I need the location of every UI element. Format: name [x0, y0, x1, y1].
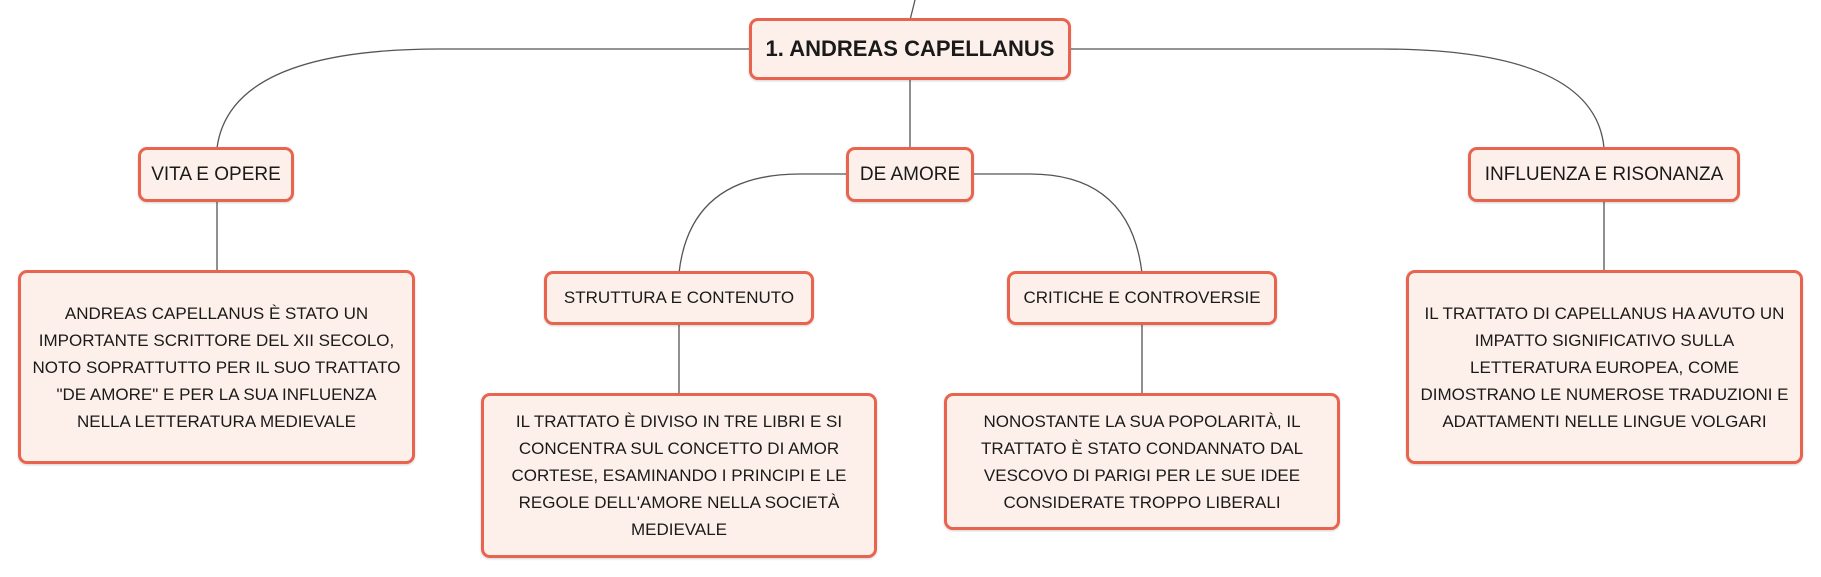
subtopic-node-struttura-e-contenuto[interactable]: STRUTTURA E CONTENUTO — [544, 271, 814, 325]
subtopic-node-critiche-e-controversie[interactable]: CRITICHE E CONTROVERSIE — [1007, 271, 1277, 325]
detail-node-influenza[interactable]: IL TRATTATO DI CAPELLANUS HA AVUTO UN IM… — [1406, 270, 1803, 464]
connector-amore-struttura — [678, 173, 848, 274]
root-node-label: 1. ANDREAS CAPELLANUS — [765, 36, 1055, 61]
detail-node-struttura[interactable]: IL TRATTATO È DIVISO IN TRE LIBRI E SI C… — [481, 393, 877, 558]
detail-node-vita[interactable]: ANDREAS CAPELLANUS È STATO UN IMPORTANTE… — [18, 270, 415, 464]
detail-node-critiche[interactable]: NONOSTANTE LA SUA POPOLARITÀ, IL TRATTAT… — [944, 393, 1340, 530]
connector-parent-root — [909, 0, 916, 21]
detail-node-text: IL TRATTATO DI CAPELLANUS HA AVUTO UN IM… — [1420, 303, 1789, 431]
connector-root-influenza — [1070, 48, 1605, 149]
connector-root-vita — [216, 48, 750, 149]
topic-node-label: INFLUENZA E RISONANZA — [1484, 163, 1724, 185]
root-node[interactable]: 1. ANDREAS CAPELLANUS — [749, 18, 1071, 80]
subtopic-node-label: CRITICHE E CONTROVERSIE — [1023, 288, 1261, 307]
detail-node-text: NONOSTANTE LA SUA POPOLARITÀ, IL TRATTAT… — [980, 411, 1304, 512]
topic-node-influenza-e-risonanza[interactable]: INFLUENZA E RISONANZA — [1468, 147, 1740, 202]
topic-node-label: DE AMORE — [859, 163, 961, 185]
topic-node-de-amore[interactable]: DE AMORE — [846, 147, 974, 202]
detail-node-text: IL TRATTATO È DIVISO IN TRE LIBRI E SI C… — [511, 412, 847, 539]
topic-node-label: VITA E OPERE — [151, 163, 281, 185]
connector-amore-critiche — [972, 173, 1143, 274]
subtopic-node-label: STRUTTURA E CONTENUTO — [563, 288, 795, 307]
detail-node-text: ANDREAS CAPELLANUS È STATO UN IMPORTANTE… — [32, 303, 401, 431]
topic-node-vita-e-opere[interactable]: VITA E OPERE — [138, 147, 294, 202]
